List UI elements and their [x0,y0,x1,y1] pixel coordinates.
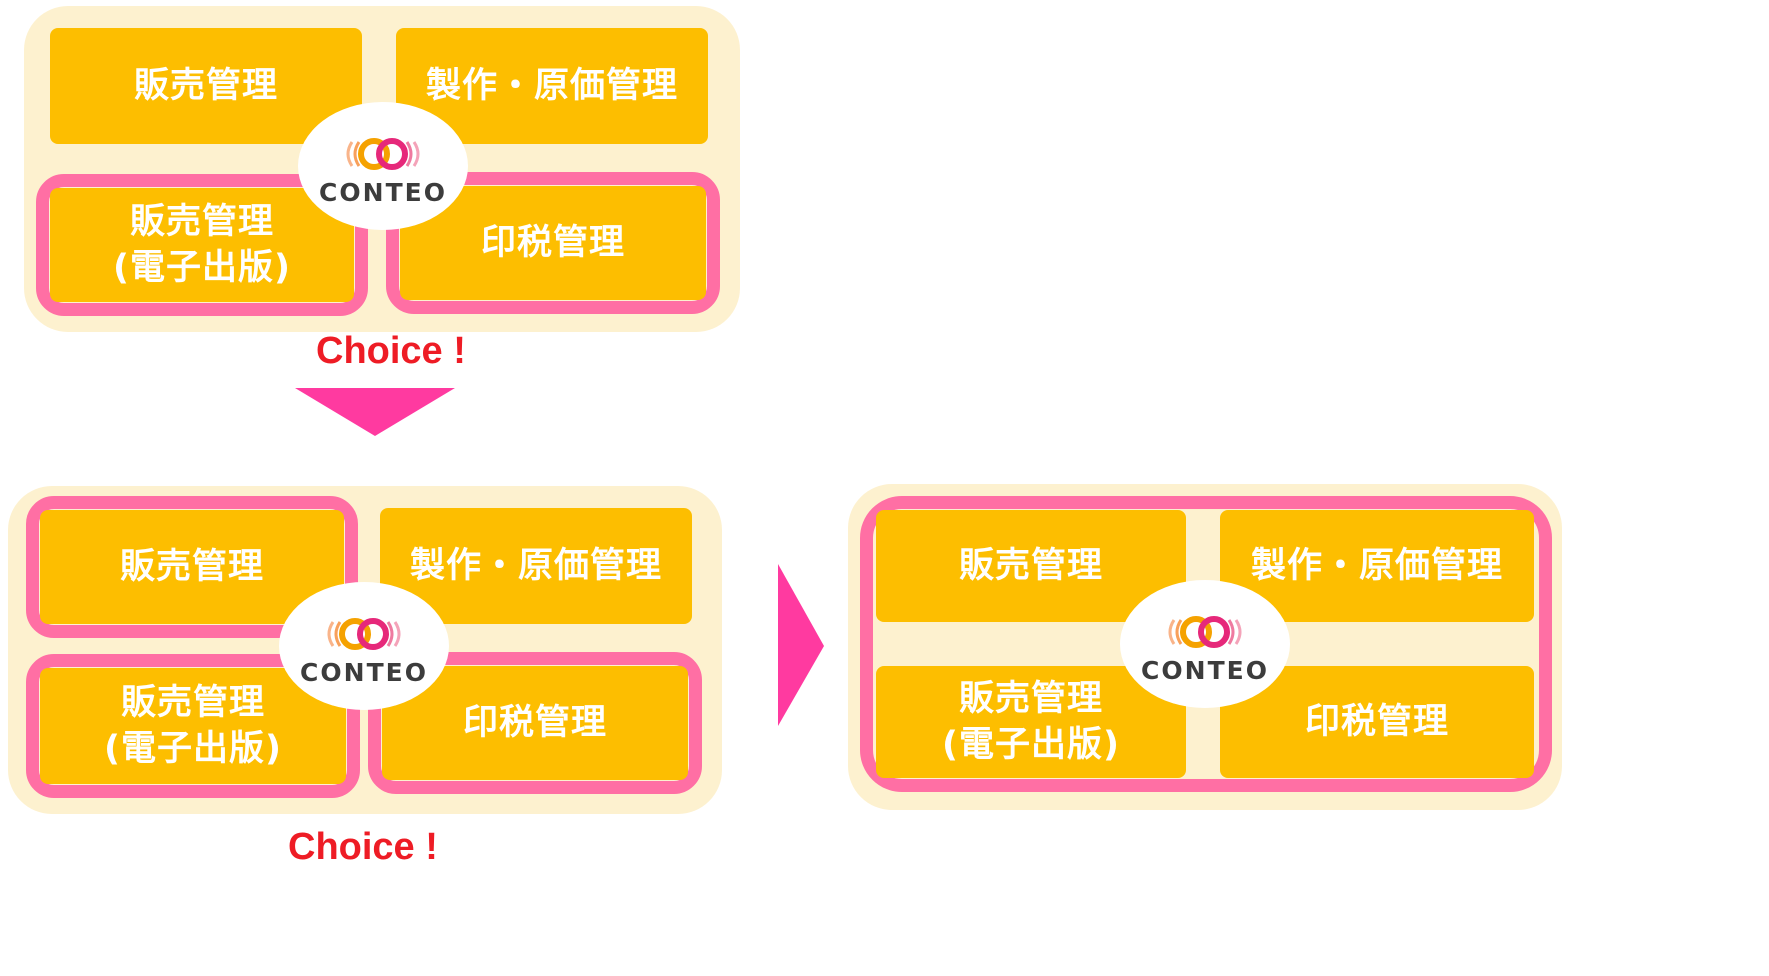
logo-wordmark: CONTEO [319,178,447,207]
module-production: 製作・原価管理 [380,508,692,624]
rings-icon [1168,616,1242,648]
arrow-right-icon [778,564,824,726]
choice-label-2: Choice ! [288,826,438,868]
module-sales-ebook: 販売管理 (電子出版) [40,668,346,784]
rings-icon [346,138,420,170]
module-sales: 販売管理 [50,28,362,144]
module-sales: 販売管理 [876,510,1186,622]
conteo-logo: CONTEO [298,102,468,230]
selection-border-royalty-2 [368,652,702,794]
choice-label-1: Choice ! [316,330,466,372]
conteo-logo: CONTEO [1120,580,1290,708]
conteo-logo: CONTEO [279,582,449,710]
arrow-down-icon [295,388,455,436]
module-production: 製作・原価管理 [1220,510,1534,622]
selection-border-all [860,496,1552,792]
logo-wordmark: CONTEO [300,658,428,687]
module-royalty: 印税管理 [1220,666,1534,778]
rings-icon [327,618,401,650]
module-royalty: 印税管理 [400,186,706,300]
selection-border-sales-ebook-2 [26,654,360,798]
module-sales: 販売管理 [40,510,344,624]
module-sales-ebook: 販売管理 (電子出版) [50,188,354,302]
selection-border-royalty [386,172,720,314]
module-royalty: 印税管理 [382,666,688,780]
module-sales-ebook: 販売管理 (電子出版) [876,666,1186,778]
logo-wordmark: CONTEO [1141,656,1269,685]
